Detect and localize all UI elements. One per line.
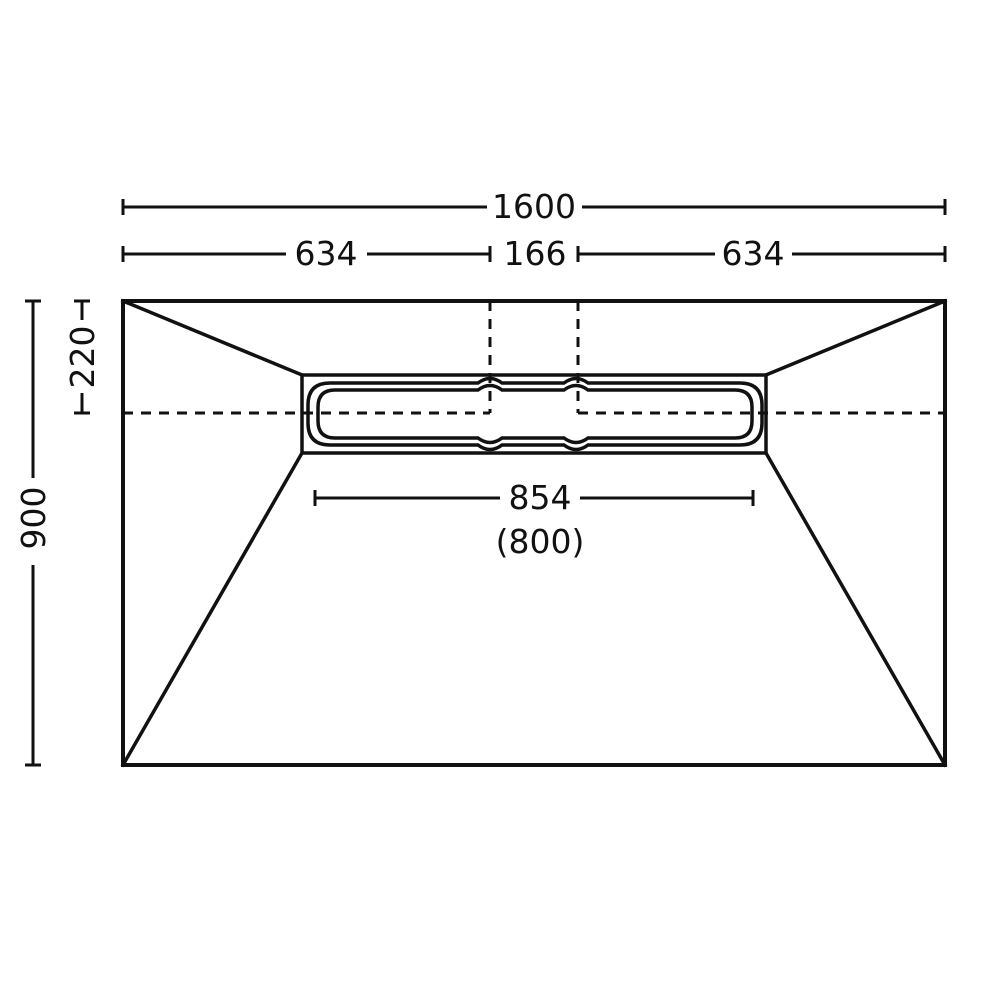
center-segment-label: 166 (504, 234, 567, 273)
drain-length-label: 854 (509, 478, 572, 517)
dashed-center-lines (123, 301, 945, 415)
overall-width-label: 1600 (492, 187, 576, 226)
overall-depth-label: 900 (14, 487, 53, 550)
dim-overall-width: 1600 (121, 187, 947, 226)
left-segment-label: 634 (295, 234, 358, 273)
tray-outline (121, 299, 947, 767)
drain-grate (316, 383, 754, 445)
right-segment-label: 634 (722, 234, 785, 273)
slope-lines (120, 298, 948, 768)
dim-drain-offset: 220 (63, 299, 102, 415)
dim-overall-depth: 900 (14, 299, 53, 767)
drain-channel (306, 376, 764, 452)
drain-grate-length-label: (800) (496, 522, 585, 561)
drain-recess (300, 373, 768, 455)
drain-offset-label: 220 (63, 326, 102, 389)
dim-segments: 634 166 634 (121, 234, 947, 273)
dim-drain-length: 854 (800) (313, 478, 755, 561)
